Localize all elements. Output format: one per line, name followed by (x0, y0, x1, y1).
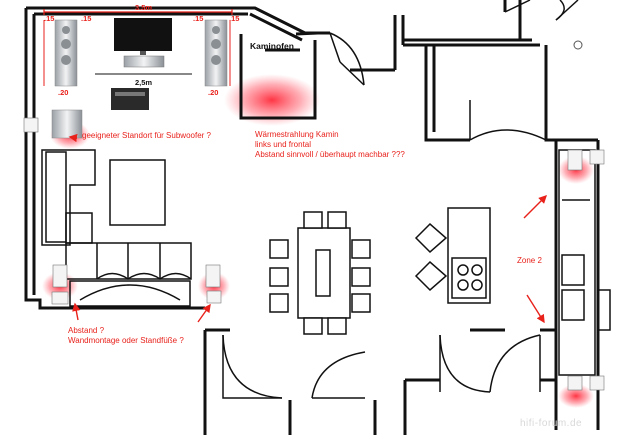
zone-label: Zone 2 (517, 256, 542, 265)
distance-annotation: Abstand ? Wandmontage oder Standfüße ? (68, 326, 184, 346)
subwoofer-annotation: geeigneter Standort für Subwoofer ? (82, 131, 211, 140)
speaker-depth-label: .20 (58, 88, 69, 97)
dining-table (269, 211, 371, 335)
speaker-icon (204, 19, 228, 87)
speaker-offset-label: .15 (229, 14, 240, 23)
walls (24, 0, 600, 435)
speaker-offset-label: .15 (81, 14, 92, 23)
watermark: hifi-forum.de (520, 418, 583, 429)
sofa (41, 149, 192, 307)
subwoofer-icon (51, 109, 83, 139)
room-width-label: 3.5m (135, 3, 153, 12)
speaker-icon (589, 149, 605, 165)
speaker-offset-label: .15 (193, 14, 204, 23)
dimension-lines (43, 9, 233, 86)
distance-annotation-line: Abstand ? (68, 326, 105, 335)
speaker-icon (54, 19, 78, 87)
doors (222, 0, 579, 399)
speaker-icon (205, 264, 221, 288)
distance-annotation-line: Wandmontage oder Standfüße ? (68, 336, 184, 345)
speaker-icon (567, 149, 583, 171)
kitchen-island (414, 207, 491, 304)
speaker-icon (51, 291, 69, 305)
speaker-icon (206, 290, 222, 304)
heat-annotation-line: Wärmestrahlung Kamin (255, 130, 339, 139)
heat-annotation-line: Abstand sinnvoll / überhaupt machbar ??? (255, 150, 405, 159)
speaker-icon (52, 264, 68, 288)
speaker-depth-label: .20 (208, 88, 219, 97)
center-speaker-icon (123, 55, 165, 68)
heat-annotation: Wärmestrahlung Kamin links und frontal A… (255, 130, 405, 160)
tv-icon (114, 18, 172, 51)
speaker-icon (23, 117, 39, 133)
arrow-icon (68, 133, 547, 324)
receiver-icon (111, 88, 149, 110)
fireplace-label: Kaminofen (250, 41, 294, 51)
speaker-icon (567, 375, 583, 391)
speaker-offset-label: .15 (44, 14, 55, 23)
speaker-icon (589, 375, 605, 391)
heat-annotation-line: links und frontal (255, 140, 312, 149)
kitchen-counter (558, 149, 611, 376)
hifi-equipment (23, 18, 605, 391)
tv-distance-label: 2,5m (135, 78, 153, 87)
